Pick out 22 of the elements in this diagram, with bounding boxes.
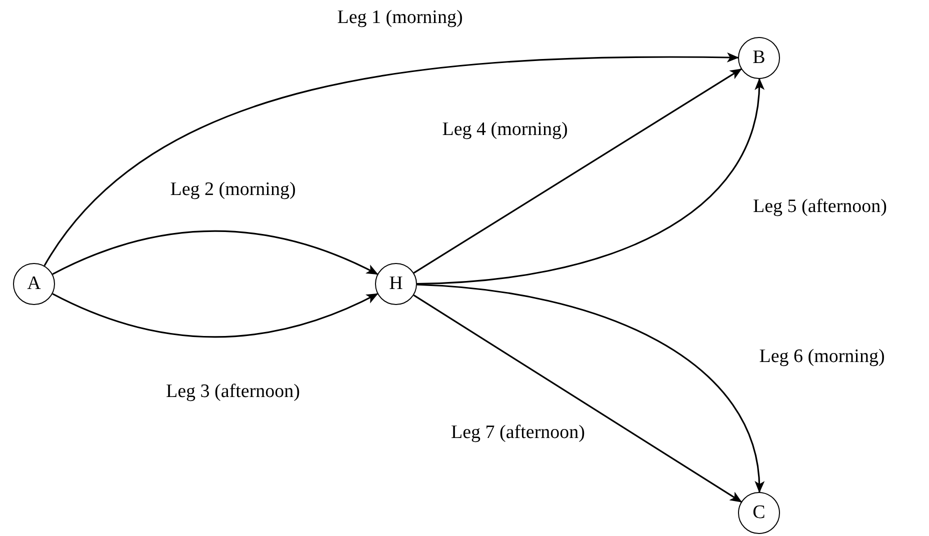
arrow [413,68,742,274]
node-label: C [752,502,766,524]
edge-label: Leg 3 (afternoon) [166,381,300,403]
edge-label: Leg 4 (morning) [442,119,568,141]
arrow [52,293,378,338]
node-circle [738,492,780,534]
node-circle [738,37,780,79]
node-label: A [27,273,41,295]
node-label: B [752,47,766,69]
edge-label: Leg 7 (afternoon) [451,422,585,444]
arrow [416,284,764,493]
node-label: H [389,273,403,295]
edge-label: Leg 5 (afternoon) [753,196,887,218]
arrow [52,230,378,275]
node-circle [375,263,417,305]
edge-label: Leg 6 (morning) [759,346,885,368]
edge-label: Leg 1 (morning) [337,7,463,29]
node-circle [13,263,55,305]
edge-label: Leg 2 (morning) [170,179,296,201]
arrow [416,78,764,285]
arrow [44,52,739,266]
arrow [413,294,742,502]
